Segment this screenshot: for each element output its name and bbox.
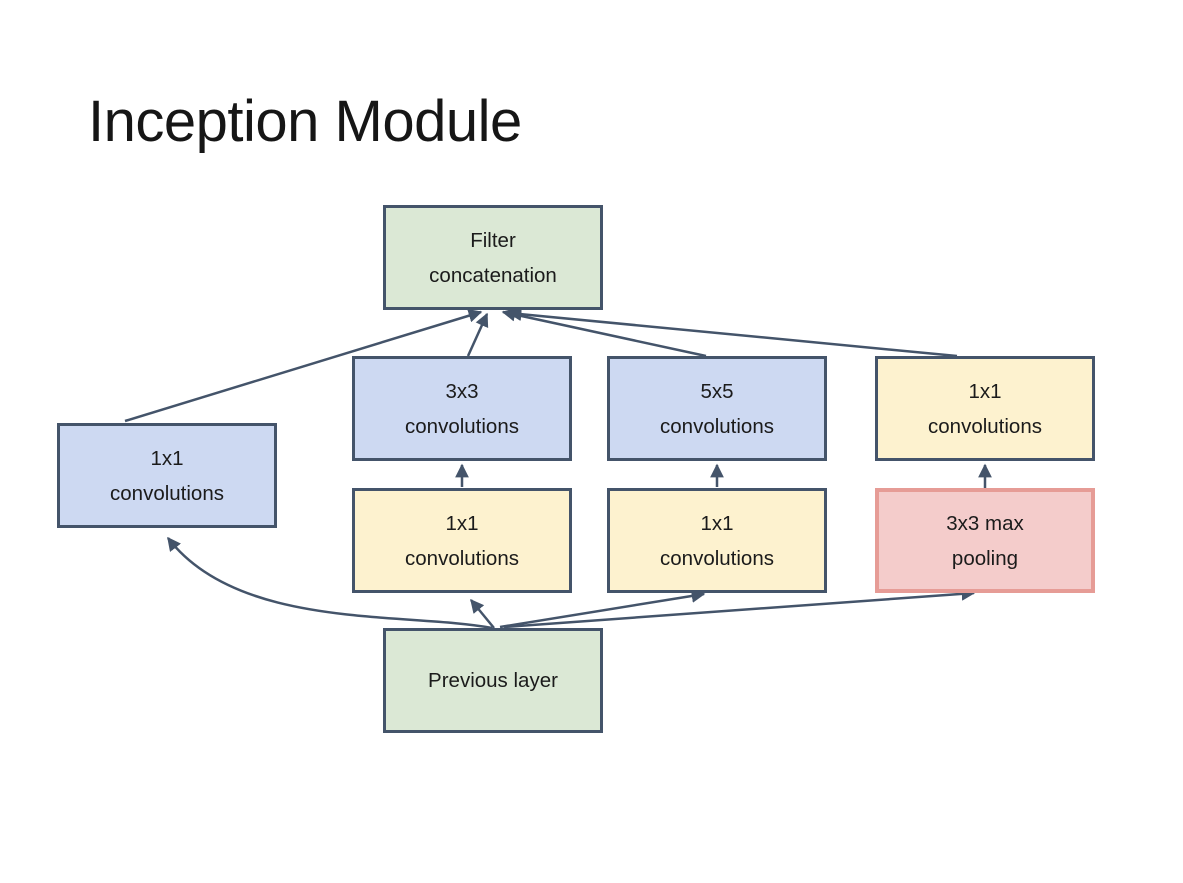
node-label-line: convolutions — [660, 546, 774, 570]
node-conv-5x5: 5x5 convolutions — [607, 356, 827, 461]
slide-title: Inception Module — [88, 89, 522, 154]
node-label-line: 3x3 max — [946, 511, 1024, 535]
node-label-line: pooling — [951, 546, 1019, 570]
node-label-line: Filter — [470, 228, 516, 252]
node-label-line: concatenation — [429, 263, 557, 287]
node-filter-concatenation: Filter concatenation — [383, 205, 603, 310]
node-label-line: convolutions — [928, 414, 1042, 438]
node-label: 1x1 convolutions — [928, 374, 1042, 444]
edge-previous-to-conv1x1-b — [470, 598, 495, 629]
node-label: 1x1 convolutions — [110, 441, 224, 511]
node-previous-layer: Previous layer — [383, 628, 603, 733]
node-label-line: 1x1 — [968, 379, 1002, 403]
node-label-line: 1x1 — [445, 511, 479, 535]
node-conv-1x1-before-3x3: 1x1 convolutions — [352, 488, 572, 593]
node-label-line: 1x1 — [700, 511, 734, 535]
edge-previous-to-maxpool — [503, 587, 976, 629]
node-conv-3x3: 3x3 convolutions — [352, 356, 572, 461]
node-label: Filter concatenation — [429, 223, 557, 293]
edge-conv3x3-to-concat — [466, 312, 489, 357]
node-label-line: 1x1 — [150, 446, 184, 470]
edge-conv5x5-to-concat — [501, 307, 707, 358]
node-label-line: convolutions — [660, 414, 774, 438]
node-conv-1x1-after-pool: 1x1 convolutions — [875, 356, 1095, 461]
node-label-line: Previous layer — [428, 669, 558, 692]
node-label: 1x1 convolutions — [405, 506, 519, 576]
edge-conv1x1-afterpool-to-concat — [507, 307, 958, 358]
node-label-line: convolutions — [405, 546, 519, 570]
node-label: 3x3 convolutions — [405, 374, 519, 444]
node-max-pooling-3x3: 3x3 max pooling — [875, 488, 1095, 593]
node-label-line: convolutions — [110, 481, 224, 505]
node-label-line: convolutions — [405, 414, 519, 438]
edge-previous-to-conv1x1-c — [499, 589, 706, 629]
node-label-line: 5x5 — [700, 379, 734, 403]
node-conv-1x1-before-5x5: 1x1 convolutions — [607, 488, 827, 593]
node-label: Previous layer — [428, 663, 558, 698]
node-label: 5x5 convolutions — [660, 374, 774, 444]
node-label: 1x1 convolutions — [660, 506, 774, 576]
node-label: 3x3 max pooling — [946, 506, 1023, 576]
node-label-line: 3x3 — [445, 379, 479, 403]
node-conv-1x1-branch1: 1x1 convolutions — [57, 423, 277, 528]
